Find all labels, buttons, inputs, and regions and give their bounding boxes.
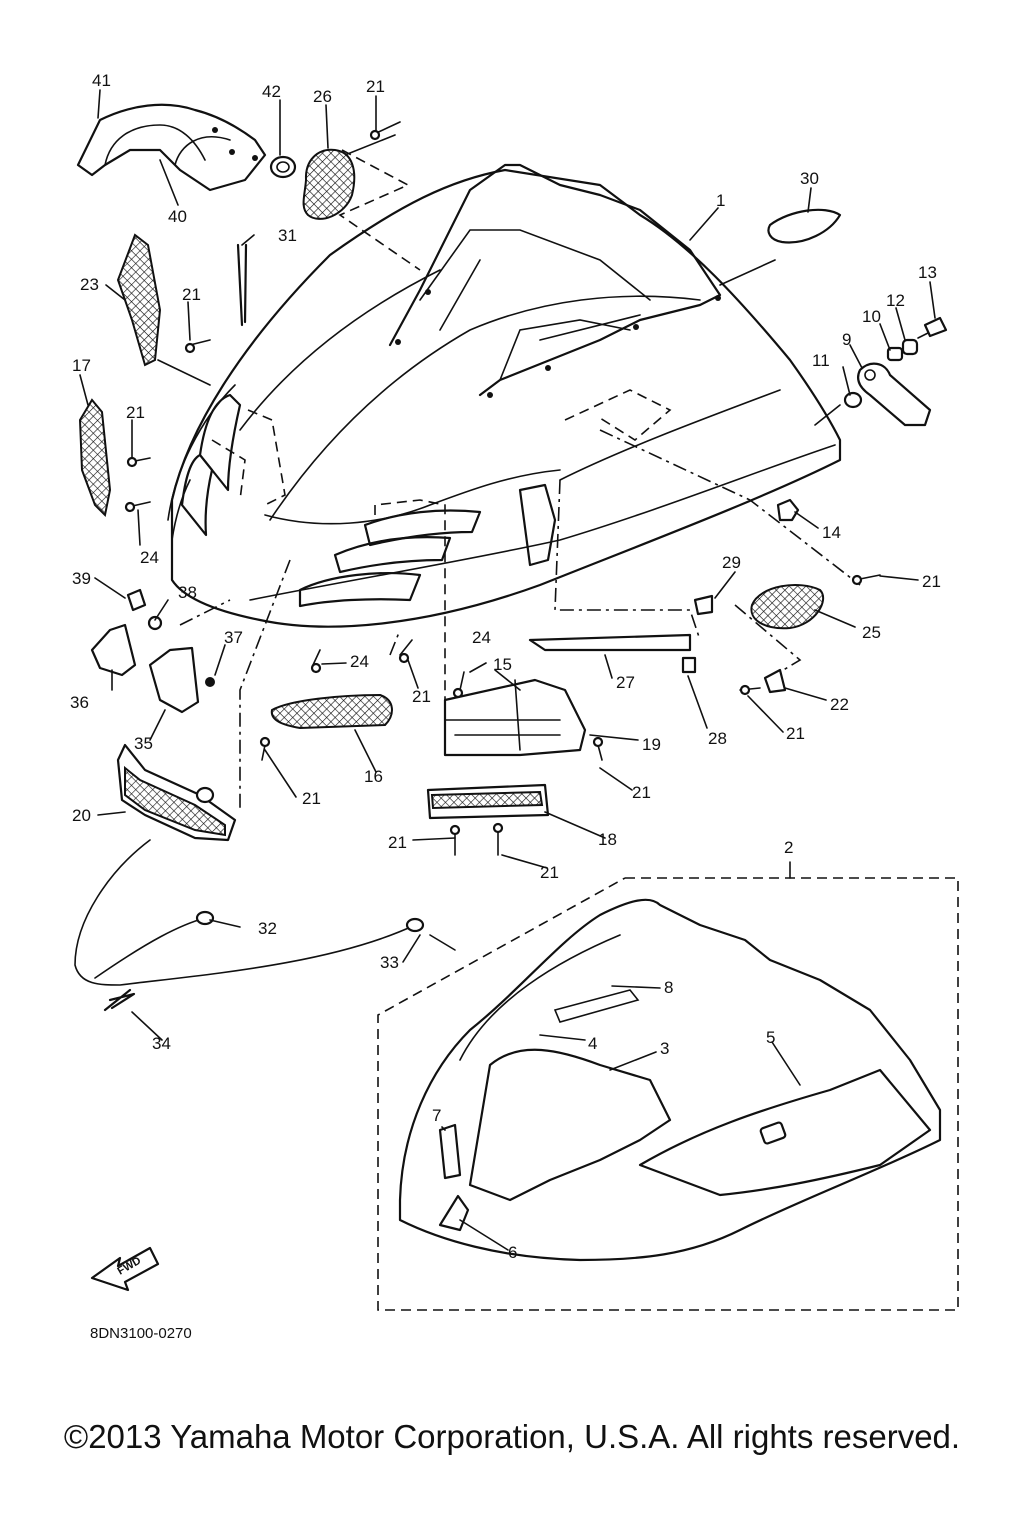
callout-28: 28 (708, 729, 727, 748)
callout-23: 23 (80, 275, 99, 294)
part-20-front-grille (116, 743, 237, 842)
diagram-code: 8DN3100-0270 (90, 1325, 192, 1342)
callout-26: 26 (313, 87, 332, 106)
callout-18: 18 (598, 830, 617, 849)
callout-10: 10 (862, 307, 881, 326)
callout-41: 41 (92, 71, 111, 90)
callout-39: 39 (72, 569, 91, 588)
part-27-strip (528, 633, 692, 652)
callout-21-f: 21 (786, 724, 805, 743)
callout-4: 4 (588, 1034, 597, 1053)
callout-22: 22 (830, 695, 849, 714)
part-11-nut (843, 391, 863, 409)
callout-14: 14 (822, 523, 841, 542)
callout-8: 8 (664, 978, 673, 997)
part-17-vent (78, 398, 112, 518)
callout-42: 42 (262, 82, 281, 101)
assembly-lines (157, 134, 861, 810)
part-18-grille (426, 783, 550, 820)
callout-21-h: 21 (302, 789, 321, 808)
callout-31: 31 (278, 226, 297, 245)
forward-arrow-icon: FWD (90, 1246, 160, 1292)
part-26-vent-cover (302, 148, 356, 220)
liner-group-box (377, 861, 959, 1311)
parts-32-34-cable (74, 839, 456, 1012)
callout-21-j: 21 (540, 863, 559, 882)
callout-35: 35 (134, 734, 153, 753)
callout-29: 29 (722, 553, 741, 572)
leader-lines (79, 89, 936, 1251)
callout-37: 37 (224, 628, 243, 647)
callout-24-b: 24 (472, 628, 491, 647)
callout-3: 3 (660, 1039, 669, 1058)
callout-6: 6 (508, 1243, 517, 1262)
part-15-box (443, 678, 587, 757)
part-2-liner (398, 898, 942, 1262)
callout-21-g: 21 (632, 783, 651, 802)
part-14-nut (776, 498, 800, 522)
hood-shell (167, 163, 842, 628)
part-16-vent (270, 693, 393, 730)
callout-25: 25 (862, 623, 881, 642)
part-29-screw (693, 594, 714, 616)
part-31-strap (236, 243, 248, 327)
part-30-seal (767, 208, 842, 244)
callout-21-d: 21 (922, 572, 941, 591)
parts-35-36-brackets (90, 623, 215, 714)
callout-7: 7 (432, 1106, 441, 1125)
parts-38-39-fasteners (126, 588, 163, 631)
callout-19: 19 (642, 735, 661, 754)
callout-2: 2 (784, 838, 793, 857)
callout-21-e: 21 (412, 687, 431, 706)
part-42-grommet (269, 155, 297, 179)
callout-16: 16 (364, 767, 383, 786)
callout-17: 17 (72, 356, 91, 375)
callout-21-c: 21 (126, 403, 145, 422)
callout-21-b: 21 (182, 285, 201, 304)
callout-21-i: 21 (388, 833, 407, 852)
callout-27: 27 (616, 673, 635, 692)
callout-30: 30 (800, 169, 819, 188)
callout-34: 34 (152, 1034, 171, 1053)
part-9-handle (856, 362, 932, 427)
part-22-clip (763, 668, 787, 694)
callout-24-a: 24 (140, 548, 159, 567)
callout-32: 32 (258, 919, 277, 938)
callout-36: 36 (70, 693, 89, 712)
rivets (124, 121, 881, 856)
callout-21-a: 21 (366, 77, 385, 96)
callout-13: 13 (918, 263, 937, 282)
callout-15: 15 (493, 655, 512, 674)
callout-33: 33 (380, 953, 399, 972)
callout-1: 1 (716, 191, 725, 210)
callout-20: 20 (72, 806, 91, 825)
copyright-notice: ©2013 Yamaha Motor Corporation, U.S.A. A… (63, 1418, 961, 1455)
part-23-side-grille (116, 233, 162, 367)
part-25-vent (750, 584, 825, 630)
callout-38: 38 (178, 583, 197, 602)
callout-5: 5 (766, 1028, 775, 1047)
callout-11: 11 (812, 351, 830, 370)
part-28-clip (681, 656, 697, 674)
callout-24-c: 24 (350, 652, 369, 671)
callout-12: 12 (886, 291, 905, 310)
callout-40: 40 (168, 207, 187, 226)
callout-9: 9 (842, 330, 851, 349)
callout-labels: 41 42 26 21 40 1 30 31 23 21 13 12 10 9 … (70, 71, 941, 1262)
part-10-12-13-hardware (886, 316, 948, 362)
part-41-40-duct (76, 103, 267, 192)
